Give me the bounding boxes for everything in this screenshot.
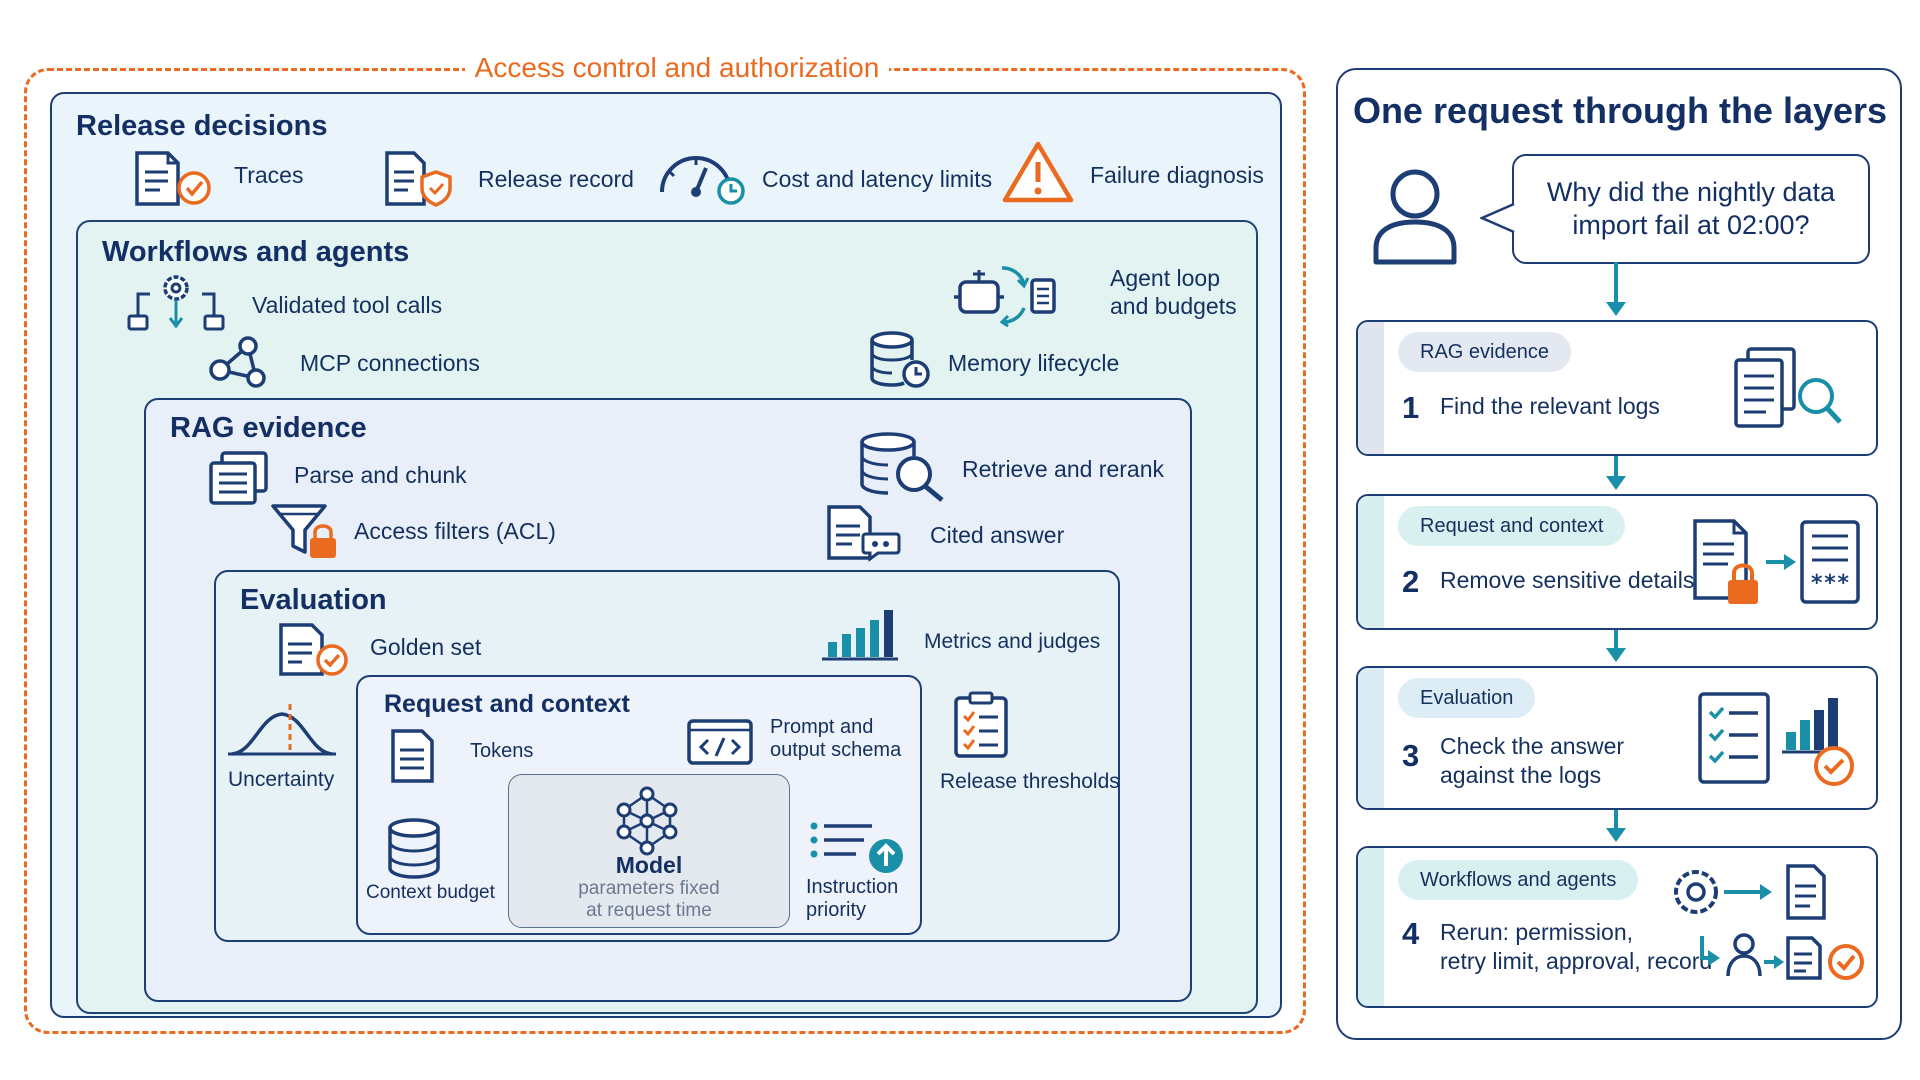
instruction-priority-line1: Instruction <box>806 876 899 898</box>
workflows-agents-title: Workflows and agents <box>102 236 410 268</box>
step-2-number: 2 <box>1402 564 1420 599</box>
step-4-text-line2: retry limit, approval, record <box>1440 948 1713 974</box>
tokens-label: Tokens <box>470 740 534 762</box>
step-4-pill: Workflows and agents <box>1398 860 1639 900</box>
step-1-text: Find the relevant logs <box>1440 393 1660 419</box>
request-flow-title: One request through the layers <box>1352 90 1888 131</box>
validated-tool-calls-label: Validated tool calls <box>252 292 443 318</box>
step-strip <box>1358 848 1384 1006</box>
workflow-gear-icon <box>127 275 225 331</box>
memory-database-icon <box>870 331 930 388</box>
metrics-bars-icon <box>822 610 898 661</box>
request-context-title: Request and context <box>384 690 630 718</box>
tokens-document-icon <box>391 729 434 783</box>
step-2-text: Remove sensitive details <box>1440 567 1695 593</box>
model-subtitle-line1: parameters fixed <box>578 878 720 899</box>
evaluation-title: Evaluation <box>240 584 387 616</box>
step-1-number: 1 <box>1402 390 1420 425</box>
access-filters-label: Access filters (ACL) <box>354 518 556 544</box>
model-subtitle-line2: at request time <box>586 900 712 921</box>
arrow-down-icon <box>1606 806 1626 842</box>
instruction-priority-label: Instruction priority <box>806 876 898 922</box>
release-record-label: Release record <box>478 166 634 192</box>
redact-document-icon: *** <box>1693 519 1860 604</box>
logs-search-icon <box>1734 347 1842 428</box>
uncertainty-distribution-icon <box>228 704 336 756</box>
step-4-text-line1: Rerun: permission, <box>1440 919 1634 945</box>
agent-loop-label: Agent loop and budgets <box>1110 264 1237 320</box>
agent-loop-line1: Agent loop <box>1110 265 1220 291</box>
bubble-tail-icon <box>1480 202 1516 234</box>
context-budget-label: Context budget <box>366 882 495 903</box>
speedometer-icon <box>660 156 745 205</box>
retrieve-rerank-icon <box>860 432 944 502</box>
step-3-number: 3 <box>1402 738 1420 773</box>
code-schema-icon <box>687 719 753 765</box>
model-network-icon <box>616 786 678 856</box>
failure-diagnosis-label: Failure diagnosis <box>1090 162 1264 188</box>
prompt-schema-line1: Prompt and <box>770 716 874 738</box>
access-control-title: Access control and authorization <box>0 52 1354 84</box>
step-2-pill: Request and context <box>1398 506 1626 546</box>
release-thresholds-clipboard-icon <box>954 691 1008 758</box>
step-4-number: 4 <box>1402 916 1420 951</box>
step-3-pill: Evaluation <box>1398 678 1536 718</box>
rag-evidence-title: RAG evidence <box>170 412 367 444</box>
arrow-down-icon <box>1606 454 1626 490</box>
trace-document-icon <box>135 151 211 206</box>
step-3-text-line2: against the logs <box>1440 762 1602 788</box>
uncertainty-label: Uncertainty <box>228 768 335 791</box>
parse-documents-icon <box>209 451 268 505</box>
check-answer-icon <box>1698 692 1854 786</box>
access-filter-lock-icon <box>271 504 336 558</box>
release-decisions-title: Release decisions <box>76 110 328 142</box>
prompt-schema-label: Prompt and output schema <box>770 716 901 762</box>
question-line2: import fail at 02:00? <box>1572 210 1810 240</box>
question-line1: Why did the nightly data <box>1546 177 1836 207</box>
step-strip <box>1358 496 1384 628</box>
rerun-process-icon <box>1674 864 1864 980</box>
cost-latency-label: Cost and latency limits <box>762 166 993 192</box>
step-3-text-line1: Check the answer <box>1440 733 1625 759</box>
arrow-down-icon <box>1606 626 1626 662</box>
context-budget-database-icon <box>388 818 440 879</box>
user-icon <box>1373 169 1457 265</box>
retrieve-rerank-label: Retrieve and rerank <box>962 456 1164 482</box>
instruction-priority-icon <box>810 822 903 873</box>
warning-icon <box>1002 141 1074 203</box>
step-1-pill: RAG evidence <box>1398 332 1571 372</box>
mcp-connections-label: MCP connections <box>300 350 480 376</box>
step-3-text: Check the answer against the logs <box>1440 732 1624 790</box>
agent-loop-line2: and budgets <box>1110 293 1237 319</box>
golden-set-label: Golden set <box>370 634 482 660</box>
step-strip <box>1358 668 1384 808</box>
memory-lifecycle-label: Memory lifecycle <box>948 350 1120 376</box>
cited-answer-icon <box>827 505 901 562</box>
parse-chunk-label: Parse and chunk <box>294 462 467 488</box>
agent-loop-icon <box>954 266 1056 328</box>
golden-set-icon <box>279 623 348 676</box>
step-strip <box>1358 322 1384 454</box>
question-bubble <box>1512 154 1870 264</box>
prompt-schema-line2: output schema <box>770 739 902 761</box>
model-subtitle: parameters fixed at request time <box>508 878 790 922</box>
traces-label: Traces <box>234 162 304 188</box>
step-4-text: Rerun: permission, retry limit, approval… <box>1440 918 1712 976</box>
metrics-judges-label: Metrics and judges <box>924 630 1101 653</box>
model-title: Model <box>615 852 683 878</box>
mcp-network-icon <box>209 336 266 388</box>
question-text: Why did the nightly data import fail at … <box>1512 176 1870 242</box>
arrow-down-icon <box>1606 262 1626 316</box>
release-record-icon <box>385 151 452 207</box>
instruction-priority-line2: priority <box>806 899 867 921</box>
release-thresholds-label: Release thresholds <box>940 770 1120 793</box>
cited-answer-label: Cited answer <box>930 522 1065 548</box>
svg-text:***: *** <box>1810 571 1850 596</box>
